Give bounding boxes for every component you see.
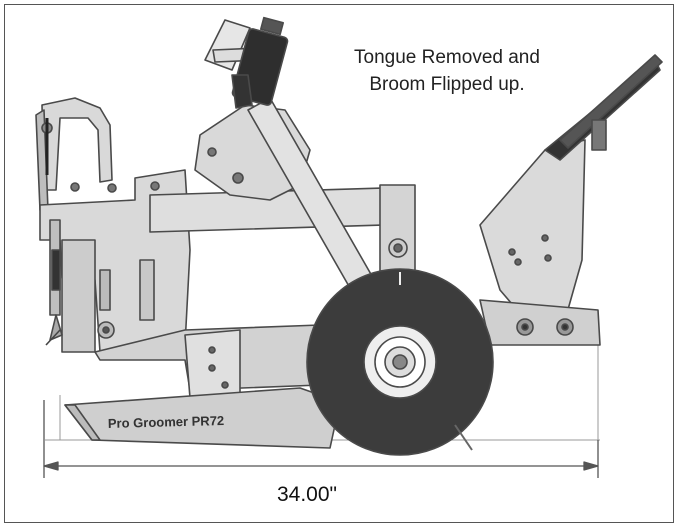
caption-line-2: Broom Flipped up. bbox=[369, 74, 525, 95]
caption-line-1: Tongue Removed and bbox=[354, 47, 540, 68]
broom-arm bbox=[479, 54, 663, 346]
dimension-line bbox=[43, 400, 599, 478]
wheel bbox=[306, 268, 494, 456]
front-shaft bbox=[45, 219, 63, 346]
overall-length-dimension: 34.00" bbox=[262, 483, 352, 507]
hitch-arm bbox=[35, 97, 113, 211]
actuator bbox=[204, 16, 289, 109]
product-label: Pro Groomer PR72 bbox=[108, 413, 225, 431]
lower-chassis bbox=[94, 324, 341, 399]
